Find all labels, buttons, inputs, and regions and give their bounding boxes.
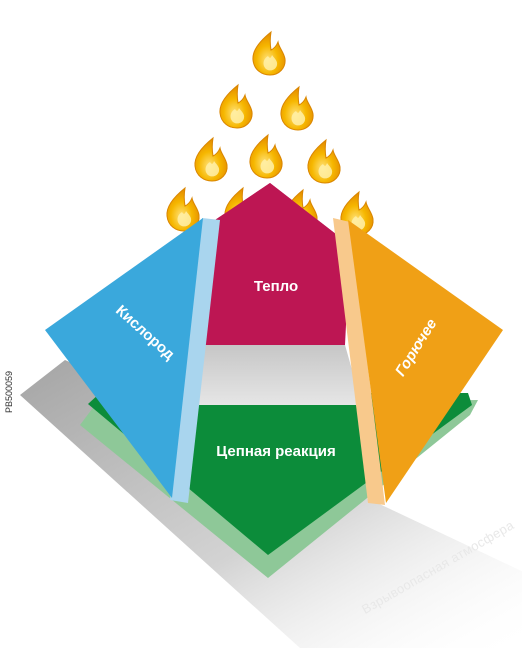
oxygen-panel <box>45 218 203 498</box>
flame-droplet-icon <box>252 31 286 76</box>
oxygen-panel-edge <box>170 218 220 503</box>
flame-droplet-icon <box>280 86 314 131</box>
side-reference-code: PB500059 <box>4 371 14 413</box>
heat-label: Тепло <box>254 278 298 295</box>
fuel-panel-edge <box>333 218 385 505</box>
flame-droplet-icon <box>249 134 283 179</box>
flame-droplet-icon <box>219 84 253 129</box>
flame-droplet-icon <box>194 137 228 182</box>
fuel-panel <box>348 220 503 503</box>
flame-droplet-icon <box>307 139 341 184</box>
chain-reaction-label: Цепная реакция <box>216 443 335 460</box>
heat-block-top <box>212 183 350 262</box>
middle-gray-band <box>188 345 362 405</box>
